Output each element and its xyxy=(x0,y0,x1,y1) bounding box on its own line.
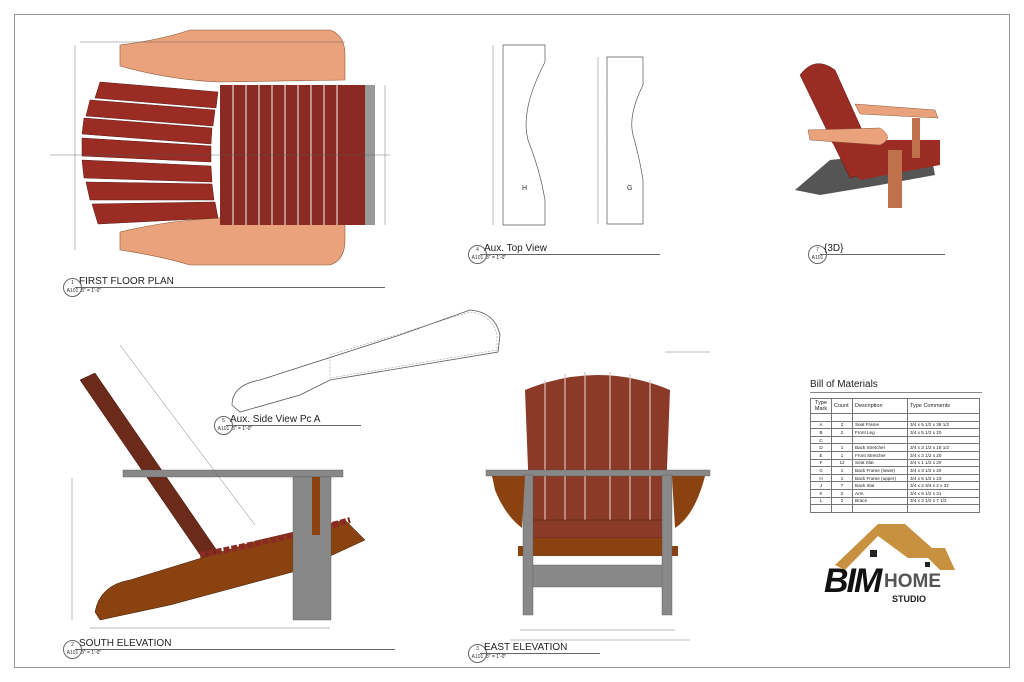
bom-cell: 3/4 x 3 1/2 x 20 xyxy=(907,450,980,460)
bom-cell: 2 xyxy=(831,428,853,437)
bom-cell: L xyxy=(810,496,832,506)
bom-cell: Front Stretcher xyxy=(852,450,908,460)
bom-cell: 1 xyxy=(831,450,853,460)
bom-cell: Back Slat xyxy=(852,481,908,490)
3d-view-drawing xyxy=(795,63,940,208)
bom-header: Count xyxy=(831,398,853,414)
bom-cell: F xyxy=(810,458,832,468)
arm-top xyxy=(119,29,346,83)
bom-cell: Brace xyxy=(852,496,908,506)
bom-spacer-row xyxy=(810,413,980,422)
east-elevation-drawing xyxy=(485,351,711,641)
bom-header: Description xyxy=(852,398,908,414)
bom-table: Type Mark Count Description Type Comment… xyxy=(810,398,980,513)
bom-cell: 3/4 x 3 1/2 x 18 1/2 xyxy=(907,443,980,452)
bom-cell: Seat Frame xyxy=(852,420,908,430)
bom-cell: 7 xyxy=(831,481,853,490)
bom-cell: C xyxy=(810,435,832,445)
bom-cell: Back Frame (upper) xyxy=(852,473,908,483)
bom-row: C xyxy=(810,435,980,445)
bom-cell: Seat Slat xyxy=(852,458,908,468)
bom-header: Type Comments xyxy=(907,398,980,414)
bom-cell: 3/4 x 5 1/2 x 23 xyxy=(907,473,980,483)
bom-cell: 1 xyxy=(831,466,853,475)
bom-cell: 2 xyxy=(831,420,853,430)
bom-cell: D xyxy=(810,443,832,452)
bom-header: Type Mark xyxy=(810,398,832,414)
bom-cell: J xyxy=(810,481,832,490)
arm-bottom xyxy=(119,217,346,266)
bom-cell: E xyxy=(810,450,832,460)
bom-cell: 3/4 x 6 1/2 x 31 xyxy=(907,488,980,498)
bom-cell: Front Leg xyxy=(852,428,908,437)
bom-cell: 2 xyxy=(831,496,853,506)
bom-cell: 1 xyxy=(831,443,853,452)
bom-cell: 3/4 x 1 1/2 x 20 xyxy=(907,458,980,468)
bom-cell: 3/4 x 3 1/2 x 7 1/2 xyxy=(907,496,980,506)
bom-cell: G xyxy=(810,466,832,475)
bom-cell: 3/4 x 5 1/2 x 38 1/2 xyxy=(907,420,980,430)
bom-cell: Back Stretcher xyxy=(852,443,908,452)
bom-cell: A xyxy=(810,420,832,430)
bom-cell: B xyxy=(810,428,832,437)
bom-cell: Arm xyxy=(852,488,908,498)
back-slats xyxy=(81,81,219,225)
floor-plan-drawing xyxy=(50,29,390,266)
bom-cell: 3/4 x 2 3/4 x 2 x 32 xyxy=(907,481,980,490)
aux-label-h: H xyxy=(522,185,527,192)
bom-cell: 12 xyxy=(831,458,853,468)
bom-cell: K xyxy=(810,488,832,498)
bom-title: Bill of Materials xyxy=(810,379,982,393)
bill-of-materials: Bill of Materials Type Mark Count Descri… xyxy=(810,379,982,513)
drawing-sheet-border xyxy=(14,14,1010,668)
bom-cell: 1 xyxy=(831,473,853,483)
logo-house-icon xyxy=(835,524,955,570)
bom-cell: 3/4 x 5 1/2 x 20 xyxy=(907,428,980,437)
bom-cell: H xyxy=(810,473,832,483)
bom-spacer-row xyxy=(810,504,980,513)
bom-cell xyxy=(852,435,908,445)
bim-home-studio-logo: BIM HOME STUDIO xyxy=(824,562,941,604)
aux-top-view-drawing xyxy=(492,44,644,226)
bom-cell xyxy=(831,435,853,445)
bom-cell: 3/4 x 3 1/2 x 20 xyxy=(907,466,980,475)
bom-cell: 2 xyxy=(831,488,853,498)
south-elevation-drawing xyxy=(71,344,366,629)
aux-label-g: G xyxy=(627,185,632,192)
bom-cell: Back Frame (lower) xyxy=(852,466,908,475)
bom-cell xyxy=(907,435,980,445)
aux-side-view-drawing xyxy=(231,309,501,413)
